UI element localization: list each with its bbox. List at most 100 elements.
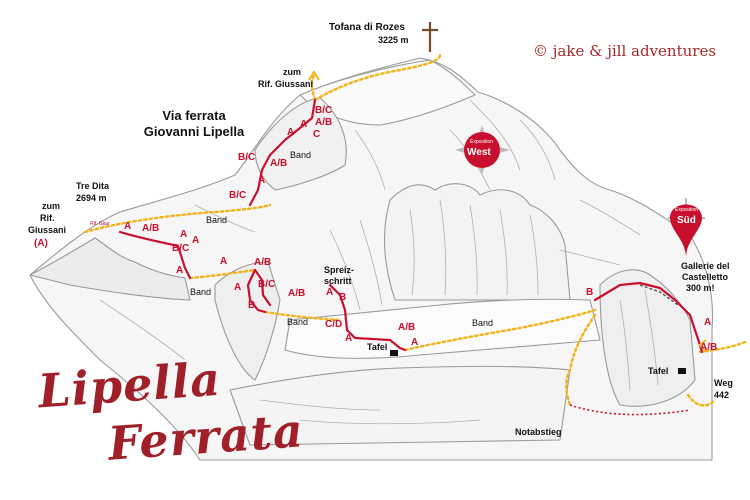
- to-giussani-left-grade: (A): [34, 238, 48, 249]
- grade-label: A/B: [288, 288, 306, 299]
- grade-label: A: [220, 256, 228, 267]
- grade-label: A: [704, 317, 712, 328]
- grade-label: B/C: [315, 105, 333, 116]
- compass-west-label: West: [467, 147, 491, 158]
- weg-line2: 442: [714, 390, 730, 400]
- tre-dita-trail: [83, 203, 272, 234]
- band-label-4: Band: [287, 317, 309, 327]
- grade-label: B/C: [229, 190, 247, 201]
- band-trail-2: [263, 310, 342, 322]
- lower-band: [284, 298, 601, 359]
- summit-trail: [313, 53, 442, 102]
- grade-label: B: [339, 292, 347, 303]
- route-upper: [248, 98, 317, 207]
- grade-label: B/C: [172, 243, 190, 254]
- band-label-1: Band: [290, 150, 312, 160]
- grade-label: A/B: [142, 223, 160, 234]
- compass-south-icon: [668, 198, 705, 258]
- summit-block: [299, 59, 476, 126]
- weg-line1: Weg: [714, 378, 733, 388]
- spreizschritt-line1: Spreiz-: [324, 265, 355, 275]
- grade-label: A: [258, 175, 266, 186]
- band-label-3: Band: [190, 287, 212, 297]
- tre-dita-name: Tre Dita: [76, 181, 110, 191]
- grade-label: A: [411, 337, 419, 348]
- arrow-giussani-top-icon: [308, 70, 320, 81]
- grade-label: A/B: [398, 322, 416, 333]
- compass-south-label: Süd: [677, 215, 696, 226]
- grade-label: C: [313, 129, 321, 140]
- tafel-trail: [403, 308, 597, 352]
- grade-label: B/C: [238, 152, 256, 163]
- rock-hatching: [99, 99, 659, 425]
- route-title-line2: Giovanni Lipella: [143, 124, 245, 140]
- summit-cross-icon: [422, 22, 438, 52]
- gallerie-line2: Castelletto: [682, 272, 729, 282]
- upper-face: [254, 97, 347, 191]
- giussani-top-trail: [310, 72, 317, 102]
- band-trail: [188, 268, 257, 280]
- grade-label: A: [287, 127, 295, 138]
- compass-south-small: Exposition: [675, 207, 699, 213]
- compass-west-small: Exposition: [470, 139, 494, 145]
- route-spreizschritt: [328, 283, 407, 352]
- tre-dita-altitude: 2694 m: [76, 193, 107, 203]
- grade-label: B/C: [258, 279, 276, 290]
- to-giussani-top-line1: zum: [283, 67, 301, 77]
- grade-label: A: [180, 229, 188, 240]
- to-giussani-left-line3: Giussani: [28, 225, 67, 235]
- route-lower-left: [118, 230, 192, 280]
- summit-altitude: 3225 m: [378, 35, 409, 45]
- grade-label: A/B: [254, 257, 272, 268]
- compass-west-icon: [455, 125, 510, 175]
- route-lower-center: [246, 268, 267, 314]
- band-label-2: Band: [206, 215, 228, 225]
- notabstieg-label: Notabstieg: [515, 427, 562, 437]
- route-castelletto: [593, 281, 704, 354]
- to-giussani-top-line2: Rif. Giussani: [258, 79, 314, 89]
- band-label-5: Band: [472, 318, 494, 328]
- to-giussani-left-line2: Rif.: [40, 213, 55, 223]
- grade-label: A: [326, 287, 334, 298]
- copyright: © jake & jill adventures: [533, 42, 717, 60]
- tafel-left-label: Tafel: [367, 342, 388, 352]
- grade-label: A/B: [270, 158, 288, 169]
- access-trails: [83, 53, 747, 407]
- rif-giussani-small: Rif. Gius: [90, 221, 110, 227]
- route-title-line1: Via ferrata: [162, 108, 226, 123]
- grade-label: A: [345, 333, 353, 344]
- gallery-tunnel: [639, 284, 679, 306]
- grade-label: A: [234, 282, 242, 293]
- route-title: Via ferrata Giovanni Lipella: [124, 108, 264, 141]
- weg-442-trail: [698, 340, 747, 354]
- route-pillar: [253, 268, 272, 307]
- weg-442-trail-2: [686, 393, 717, 407]
- lower-cliff: [229, 365, 571, 446]
- grade-label: A: [300, 119, 308, 130]
- gallerie-line1: Gallerie del: [681, 261, 730, 271]
- summit-name: Tofana di Rozes: [329, 22, 405, 33]
- spreizschritt-line2: schritt: [324, 276, 352, 286]
- castelletto: [599, 269, 696, 407]
- arrow-weg-icon: [698, 339, 707, 353]
- pinnacles: [384, 183, 571, 301]
- ferrata-route: [118, 98, 704, 354]
- grade-label: C/D: [325, 319, 343, 330]
- grade-label: A: [192, 235, 200, 246]
- grade-label: A: [124, 221, 132, 232]
- tafel-right-label: Tafel: [648, 366, 669, 376]
- grade-label: B: [248, 300, 256, 311]
- return-trail: [565, 313, 597, 407]
- grade-label: A/B: [315, 117, 333, 128]
- grade-label: A/B: [700, 342, 718, 353]
- notabstieg-route: [569, 404, 691, 416]
- tafel-left-icon: [390, 350, 398, 356]
- tafel-right-icon: [678, 368, 686, 374]
- left-ridge: [29, 237, 191, 301]
- gallerie-line3: 300 m!: [686, 283, 715, 293]
- grade-label: B: [586, 287, 594, 298]
- grade-label: A: [176, 265, 184, 276]
- to-giussani-left-line1: zum: [42, 201, 60, 211]
